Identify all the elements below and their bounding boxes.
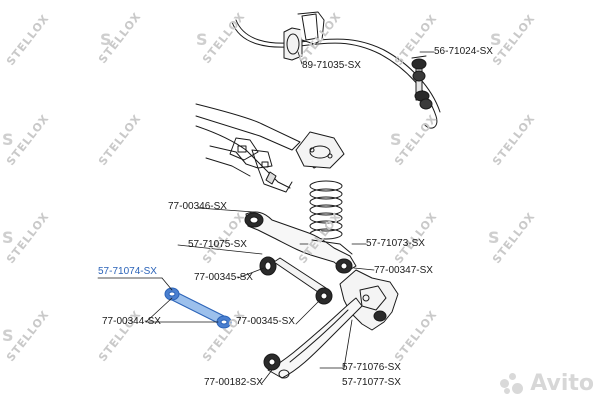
part-label-77-00345-upper: 77-00345-SX [194,272,253,283]
leader-lines [97,51,435,384]
rear-knuckle [339,269,399,331]
watermark-letter: S [2,228,14,247]
part-label-57-71074: 57-71074-SX [98,266,157,277]
avito-watermark: Avito [500,371,594,396]
part-label-77-00346: 77-00346-SX [168,201,227,212]
part-label-56-71024: 56-71024-SX [434,46,493,57]
part-label-77-00347: 77-00347-SX [374,265,433,276]
part-label-57-71076: 57-71076-SX [342,362,401,373]
watermark-letter: S [490,30,502,49]
stabilizer-link-56-71024 [411,55,433,110]
avito-text: Avito [530,371,594,396]
part-label-77-00182: 77-00182-SX [204,377,263,388]
part-label-77-00344: 77-00344-SX [102,316,161,327]
part-label-57-71075: 57-71075-SX [188,239,247,250]
stabilizer-bushing-89-71035 [283,11,325,61]
watermark-letter: S [488,228,500,247]
trailing-arm [263,297,363,379]
watermark-letter: S [390,130,402,149]
part-label-57-71077: 57-71077-SX [342,377,401,388]
part-label-57-71073: 57-71073-SX [366,238,425,249]
part-label-89-71035: 89-71035-SX [302,60,361,71]
watermark-letter: S [100,30,112,49]
coil-spring [309,180,343,240]
lateral-link-57-71074 [164,287,232,329]
watermark-letter: S [2,130,14,149]
part-label-77-00345-lower: 77-00345-SX [236,316,295,327]
spring-seat [295,131,345,169]
stabilizer-bar [231,19,441,129]
rear-subframe [195,103,331,193]
upper-control-arm [244,211,357,274]
bushing-77-00345-upper [259,256,327,293]
watermark-letter: S [196,30,208,49]
avito-logo-icon [500,372,526,395]
watermark-letter: S [2,326,14,345]
